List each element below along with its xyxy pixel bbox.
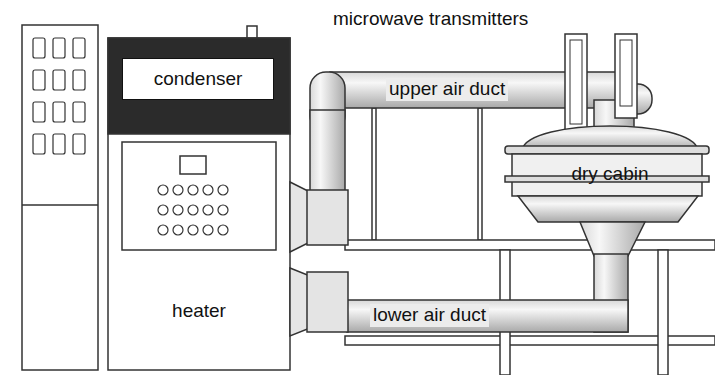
- condenser-box: condenser: [122, 58, 274, 100]
- part-label: microwave transmitters: [330, 8, 531, 31]
- node-text: dry cabin: [571, 163, 648, 186]
- heater-cabinet: heater condenser: [100, 38, 298, 370]
- node-text: heater: [100, 300, 298, 323]
- duct-label: upper air duct: [386, 78, 508, 101]
- dry-cabin: dry cabin: [522, 152, 698, 196]
- node-text: condenser: [154, 68, 243, 91]
- duct-label: lower air duct: [370, 304, 489, 327]
